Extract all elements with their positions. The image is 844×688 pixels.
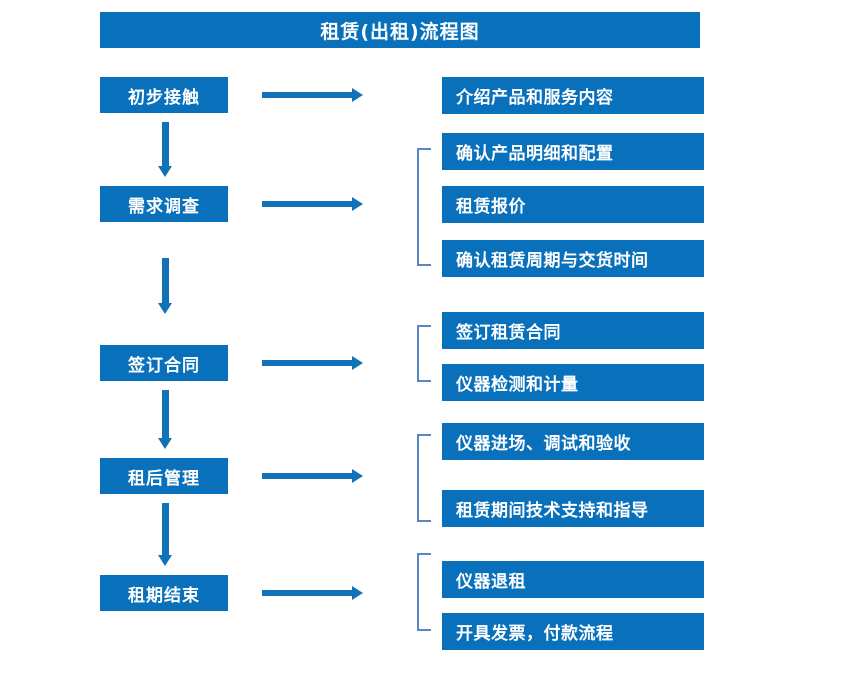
arrow-head-icon: [352, 586, 363, 600]
detail-box-4[interactable]: 确认租赁周期与交货时间: [442, 240, 704, 277]
horizontal-arrow-3: [262, 356, 363, 370]
stage-box-2[interactable]: 需求调查: [100, 186, 228, 222]
stage-box-1[interactable]: 初步接触: [100, 77, 228, 113]
horizontal-arrow-2: [262, 197, 363, 211]
group-bracket-1: [417, 148, 431, 266]
arrow-head-icon: [158, 555, 172, 566]
detail-box-3[interactable]: 租赁报价: [442, 186, 704, 223]
detail-box-5[interactable]: 签订租赁合同: [442, 312, 704, 349]
arrow-shaft: [262, 473, 353, 479]
stage-box-4[interactable]: 租后管理: [100, 458, 228, 494]
arrow-head-icon: [158, 438, 172, 449]
horizontal-arrow-4: [262, 469, 363, 483]
arrow-shaft: [162, 258, 169, 303]
detail-box-9[interactable]: 仪器退租: [442, 561, 704, 598]
stage-box-5[interactable]: 租期结束: [100, 575, 228, 611]
arrow-shaft: [162, 503, 169, 555]
group-bracket-2: [417, 325, 431, 382]
vertical-arrow-3: [158, 390, 172, 449]
vertical-arrow-1: [158, 122, 172, 177]
arrow-shaft: [162, 390, 169, 438]
detail-box-6[interactable]: 仪器检测和计量: [442, 364, 704, 401]
arrow-shaft: [162, 122, 169, 166]
arrow-head-icon: [352, 469, 363, 483]
group-bracket-4: [417, 553, 431, 631]
detail-box-10[interactable]: 开具发票，付款流程: [442, 613, 704, 650]
arrow-head-icon: [158, 303, 172, 314]
arrow-head-icon: [158, 166, 172, 177]
arrow-shaft: [262, 590, 353, 596]
horizontal-arrow-1: [262, 88, 363, 102]
horizontal-arrow-5: [262, 586, 363, 600]
detail-box-1[interactable]: 介绍产品和服务内容: [442, 77, 704, 114]
arrow-head-icon: [352, 356, 363, 370]
group-bracket-3: [417, 434, 431, 522]
arrow-shaft: [262, 360, 353, 366]
vertical-arrow-4: [158, 503, 172, 566]
arrow-shaft: [262, 92, 353, 98]
arrow-head-icon: [352, 88, 363, 102]
detail-box-7[interactable]: 仪器进场、调试和验收: [442, 423, 704, 460]
detail-box-8[interactable]: 租赁期间技术支持和指导: [442, 490, 704, 527]
chart-title: 租赁(出租)流程图: [100, 12, 700, 48]
detail-box-2[interactable]: 确认产品明细和配置: [442, 133, 704, 170]
arrow-head-icon: [352, 197, 363, 211]
stage-box-3[interactable]: 签订合同: [100, 345, 228, 381]
vertical-arrow-2: [158, 258, 172, 314]
arrow-shaft: [262, 201, 353, 207]
